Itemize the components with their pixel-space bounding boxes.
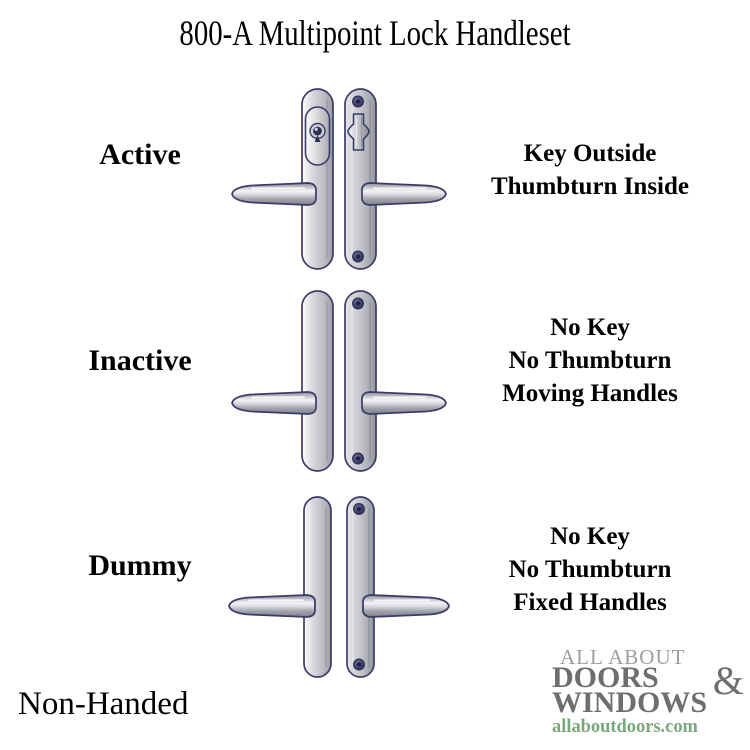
screw-icon (352, 452, 364, 465)
inactive-right-plate (344, 290, 377, 472)
row-label-active: Active (99, 138, 181, 171)
dummy-left-handle (228, 594, 316, 618)
description-inactive: No Key No Thumbturn Moving Handles (440, 311, 740, 410)
description-line: Fixed Handles (513, 589, 667, 616)
screw-icon (352, 95, 364, 108)
page-title: 800-A Multipoint Lock Handleset (179, 13, 571, 53)
row-label-inactive: Inactive (88, 344, 192, 377)
description-line: No Thumbturn (508, 347, 672, 374)
inactive-left-plate (301, 290, 334, 472)
inactive-right-handle (361, 391, 447, 415)
screw-icon (353, 503, 365, 515)
active-right-handle (361, 182, 447, 206)
dummy-right-handle (362, 594, 450, 618)
logo-line-all-about: ALL ABOUT (560, 645, 686, 669)
active-right-plate (344, 88, 377, 270)
handleset-dummy (228, 496, 450, 678)
description-line: Thumbturn Inside (491, 173, 689, 200)
handleset-inactive (231, 290, 447, 472)
handleset-active (231, 88, 447, 270)
description-active: Key Outside Thumbturn Inside (440, 137, 740, 203)
inactive-left-handle (231, 391, 317, 415)
dummy-right-plate (346, 496, 375, 678)
non-handed-note: Non-Handed (18, 686, 189, 722)
description-line: Key Outside (523, 140, 657, 167)
row-label-dummy: Dummy (88, 549, 192, 582)
active-left-plate (301, 88, 334, 270)
logo-ampersand: & (712, 658, 744, 703)
screw-icon (352, 250, 364, 263)
key-cylinder-icon (304, 106, 331, 166)
description-line: Moving Handles (502, 380, 678, 407)
description-line: No Key (550, 523, 630, 550)
logo-line-doors: DOORS (552, 661, 659, 694)
brand-logo[interactable]: ALL ABOUT DOORS WINDOWS & allaboutdoors.… (552, 645, 748, 745)
active-left-handle (231, 182, 317, 206)
thumbturn-icon (347, 113, 370, 151)
screw-icon (353, 658, 365, 671)
dummy-left-plate (303, 496, 332, 678)
logo-url[interactable]: allaboutdoors.com (552, 716, 698, 737)
screw-icon (352, 297, 364, 310)
logo-line-windows: WINDOWS (552, 686, 708, 719)
description-dummy: No Key No Thumbturn Fixed Handles (440, 520, 740, 619)
description-line: No Thumbturn (508, 556, 672, 583)
description-line: No Key (550, 314, 630, 341)
